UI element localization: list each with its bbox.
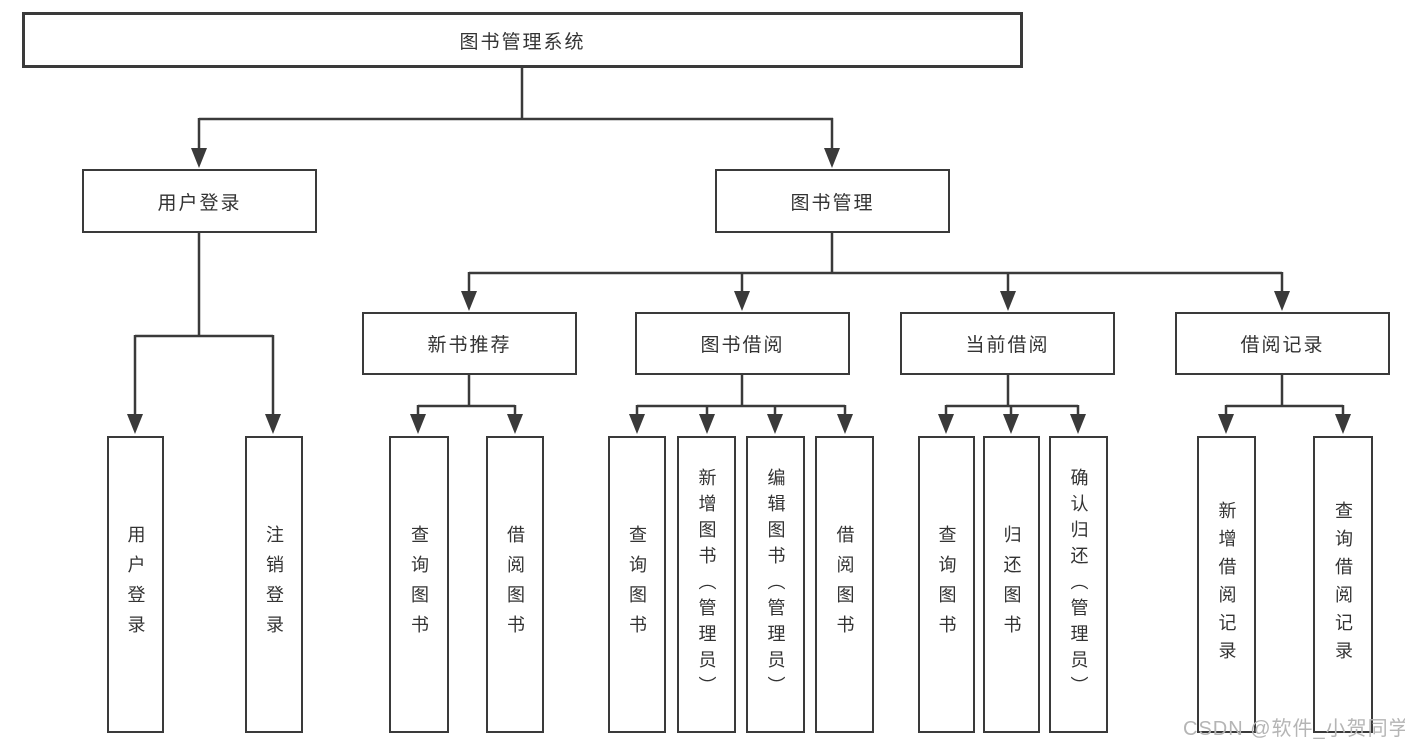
node-book-borrow: 图书借阅 xyxy=(635,312,850,375)
connector-current-borrow-children xyxy=(944,375,1080,418)
leaf-borrow-books-1: 借阅图书 xyxy=(486,436,544,733)
node-root-label: 图书管理系统 xyxy=(459,31,586,53)
arrowheads-level3 xyxy=(461,291,1290,311)
node-borrow-records-label: 借阅记录 xyxy=(1240,335,1325,356)
node-new-book-recommend-label: 新书推荐 xyxy=(427,335,512,356)
leaf-confirm-return-admin: 确认归还（管理员） xyxy=(1049,436,1108,733)
leaf-add-book-admin: 新增图书（管理员） xyxy=(677,436,736,733)
leaf-query-borrow-record-label: 查询借阅记录 xyxy=(1333,500,1353,669)
arrowheads-new-book-children xyxy=(410,414,523,434)
leaf-borrow-books-1-label: 借阅图书 xyxy=(505,524,525,645)
node-book-borrow-label: 图书借阅 xyxy=(700,335,785,356)
leaf-logout-label: 注销登录 xyxy=(264,524,284,645)
arrowheads-user-login-children xyxy=(127,414,281,434)
connector-book-management-to-level3 xyxy=(467,233,1284,295)
leaf-query-books-1: 查询图书 xyxy=(389,436,449,733)
node-user-login-label: 用户登录 xyxy=(157,192,242,214)
node-new-book-recommend: 新书推荐 xyxy=(362,312,577,375)
leaf-query-books-2-label: 查询图书 xyxy=(627,524,647,645)
connector-borrow-records-children xyxy=(1224,375,1345,418)
leaf-query-books-1-label: 查询图书 xyxy=(409,524,429,645)
leaf-edit-book-admin-label: 编辑图书（管理员） xyxy=(765,467,786,702)
connector-user-login-children xyxy=(133,233,275,418)
leaf-return-books: 归还图书 xyxy=(983,436,1040,733)
connector-book-borrow-children xyxy=(635,375,847,418)
arrowheads-level2 xyxy=(191,148,840,168)
leaf-query-books-3: 查询图书 xyxy=(918,436,975,733)
connector-root-to-level2 xyxy=(197,68,834,152)
node-root: 图书管理系统 xyxy=(22,12,1023,68)
leaf-query-borrow-record: 查询借阅记录 xyxy=(1313,436,1373,733)
leaf-add-book-admin-label: 新增图书（管理员） xyxy=(696,467,717,702)
node-book-management-label: 图书管理 xyxy=(790,192,875,214)
leaf-add-borrow-record-label: 新增借阅记录 xyxy=(1216,500,1237,669)
node-current-borrow: 当前借阅 xyxy=(900,312,1115,375)
leaf-user-login: 用户登录 xyxy=(107,436,164,733)
leaf-query-books-3-label: 查询图书 xyxy=(936,524,957,645)
leaf-logout: 注销登录 xyxy=(245,436,303,733)
leaf-borrow-books-2-label: 借阅图书 xyxy=(834,524,855,645)
leaf-confirm-return-admin-label: 确认归还（管理员） xyxy=(1068,467,1089,702)
arrowheads-book-borrow-children xyxy=(629,414,853,434)
leaf-user-login-label: 用户登录 xyxy=(125,524,146,645)
node-borrow-records: 借阅记录 xyxy=(1175,312,1390,375)
node-current-borrow-label: 当前借阅 xyxy=(965,335,1050,356)
node-user-login: 用户登录 xyxy=(82,169,317,233)
leaf-edit-book-admin: 编辑图书（管理员） xyxy=(746,436,805,733)
leaf-borrow-books-2: 借阅图书 xyxy=(815,436,874,733)
leaf-query-books-2: 查询图书 xyxy=(608,436,666,733)
arrowheads-current-borrow-children xyxy=(938,414,1086,434)
arrowheads-borrow-records-children xyxy=(1218,414,1351,434)
node-book-management: 图书管理 xyxy=(715,169,950,233)
connector-new-book-children xyxy=(416,375,517,418)
leaf-return-books-label: 归还图书 xyxy=(1001,524,1022,645)
leaf-add-borrow-record: 新增借阅记录 xyxy=(1197,436,1256,733)
